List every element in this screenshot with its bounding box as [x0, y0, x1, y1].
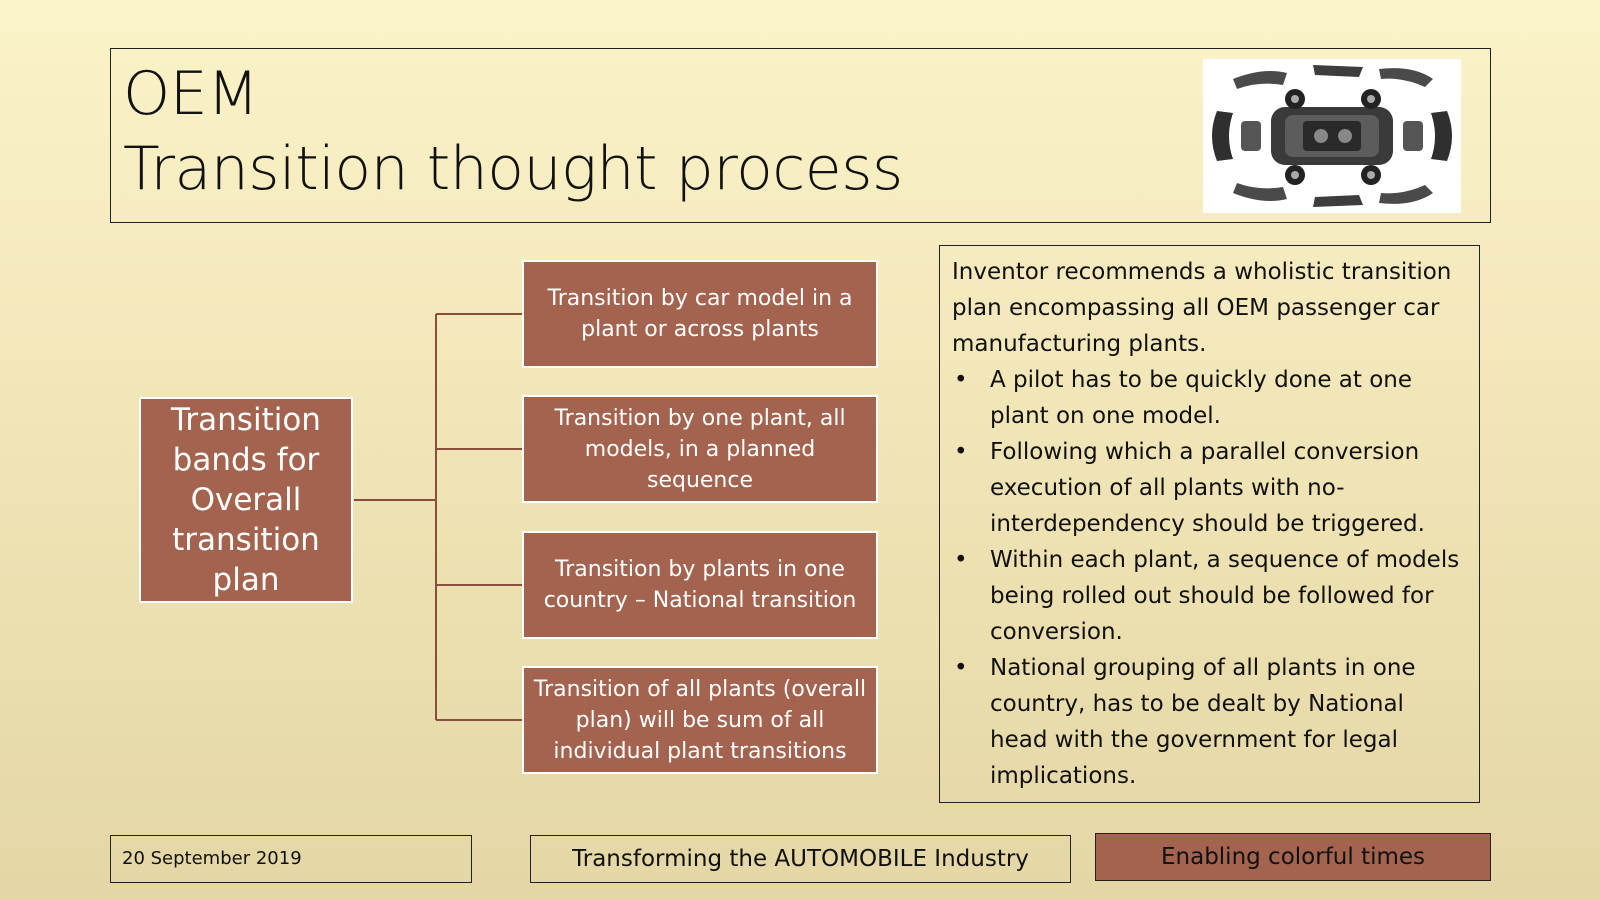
footer-slogan: Enabling colorful times: [1095, 833, 1491, 881]
exploded-car-chassis-image: [1203, 59, 1461, 213]
slide-title-line-2: Transition thought process: [123, 134, 903, 204]
list-item: Within each plant, a sequence of models …: [952, 542, 1467, 650]
recommendation-intro: Inventor recommends a wholistic transiti…: [952, 259, 1452, 357]
diagram-branch-all-plants: Transition of all plants (overall plan) …: [522, 666, 878, 774]
car-parts-icon: [1212, 65, 1452, 207]
title-box: OEM Transition thought process: [110, 48, 1491, 223]
diagram-branch-national: Transition by plants in one country – Na…: [522, 531, 878, 639]
diagram-branch-car-model: Transition by car model in a plant or ac…: [522, 260, 878, 368]
recommendation-box: Inventor recommends a wholistic transiti…: [939, 245, 1480, 803]
diagram-branch-one-plant: Transition by one plant, all models, in …: [522, 395, 878, 503]
diagram-root-node: Transition bands for Overall transition …: [139, 397, 353, 603]
list-item: Following which a parallel conversion ex…: [952, 434, 1467, 542]
list-item: A pilot has to be quickly done at one pl…: [952, 362, 1467, 434]
recommendation-list: A pilot has to be quickly done at one pl…: [952, 362, 1467, 794]
footer-tagline: Transforming the AUTOMOBILE Industry: [530, 835, 1071, 883]
list-item: National grouping of all plants in one c…: [952, 650, 1467, 794]
footer-date: 20 September 2019: [110, 835, 472, 883]
slide-title-line-1: OEM: [123, 59, 259, 129]
